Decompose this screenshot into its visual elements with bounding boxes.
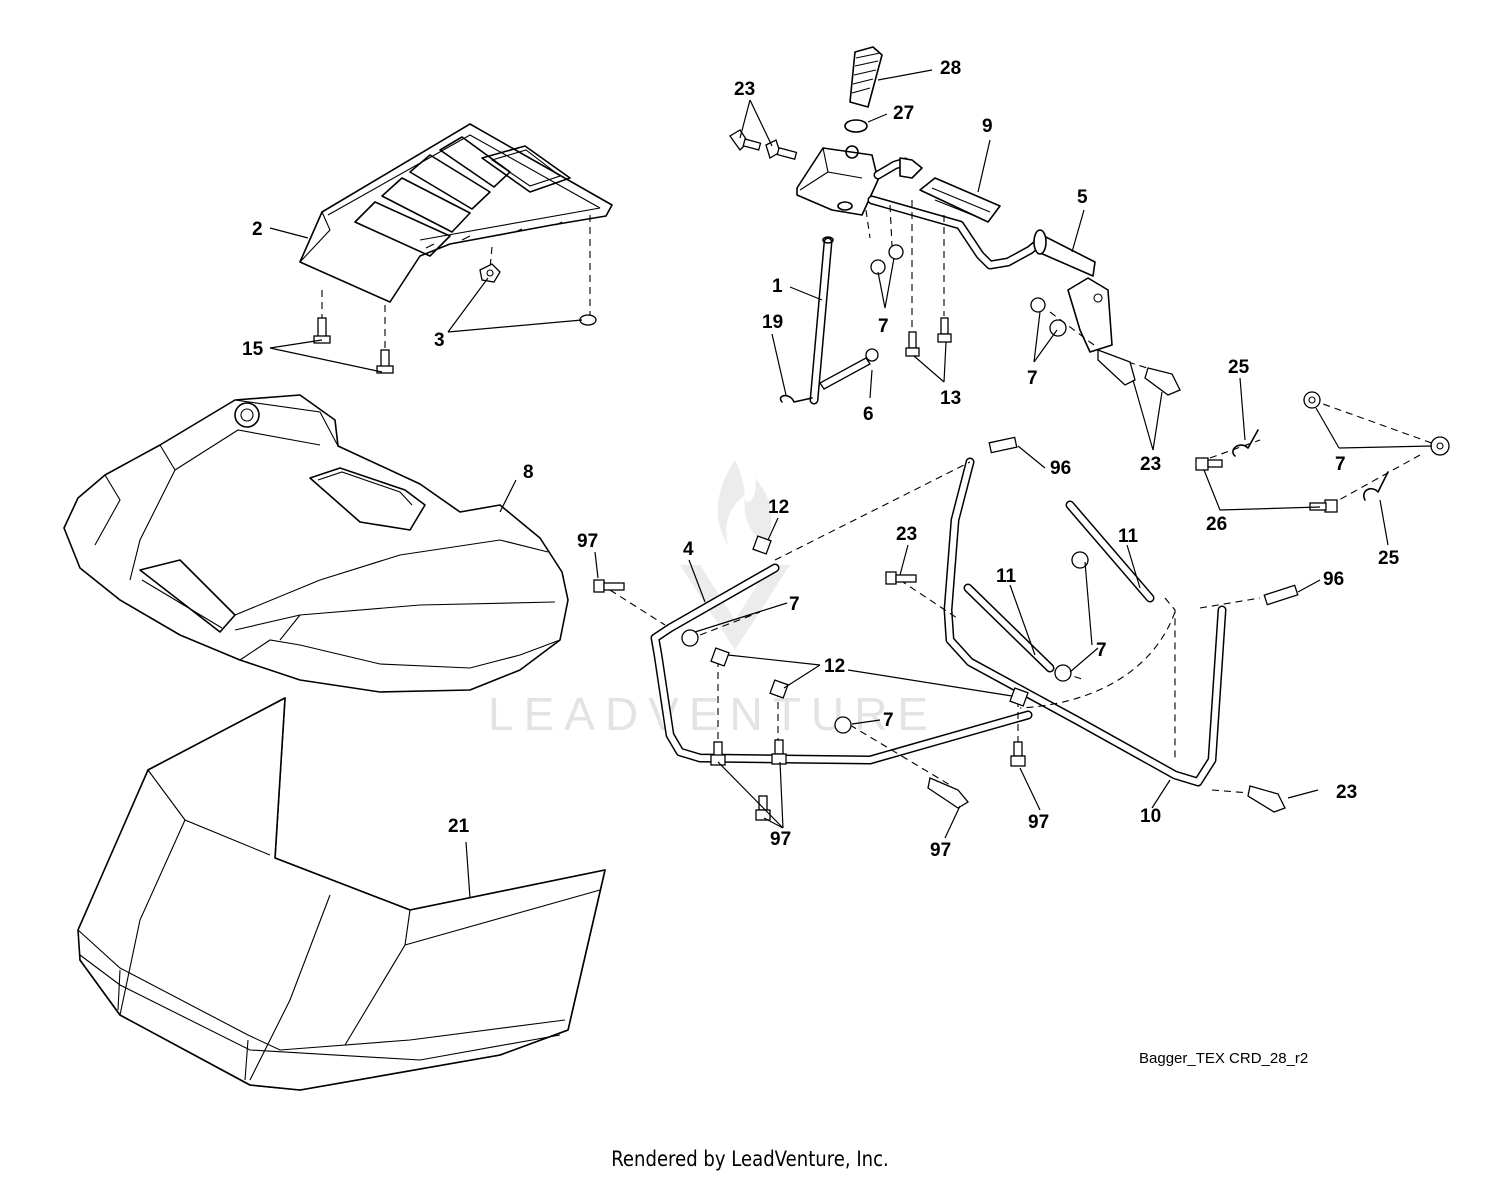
callout-97-left: 97 [577, 531, 598, 552]
part-hood-panel [299, 123, 613, 303]
diagram-reference-code: Bagger_TEX CRD_28_r2 [1139, 1050, 1309, 1067]
callout-97-bottom: 97 [770, 829, 791, 850]
callout-4: 4 [683, 539, 694, 560]
callout-3: 3 [434, 330, 445, 351]
callout-96-right: 96 [1323, 569, 1344, 590]
callout-23-right: 23 [1140, 454, 1161, 475]
callout-11-left: 11 [996, 566, 1017, 587]
callout-28: 28 [940, 58, 961, 79]
callout-11-right: 11 [1118, 526, 1139, 547]
callout-5: 5 [1077, 187, 1088, 208]
watermark-text: LEADVENTURE [488, 688, 938, 740]
callout-7-right: 7 [1335, 454, 1346, 475]
callout-7-shaft: 7 [1027, 368, 1038, 389]
callout-97-right: 97 [1028, 812, 1049, 833]
part-hood [63, 394, 569, 693]
callout-15: 15 [242, 339, 264, 360]
callout-2: 2 [252, 219, 263, 240]
callout-19: 19 [762, 312, 783, 333]
callout-23-top: 23 [734, 79, 755, 100]
hardware-fasteners [313, 129, 1450, 821]
leadventure-watermark: LEADVENTURE [488, 460, 938, 740]
callout-27: 27 [893, 103, 914, 124]
callout-7-frame: 7 [789, 594, 800, 615]
leader-lines [269, 69, 1433, 899]
callout-10: 10 [1140, 806, 1161, 827]
callout-23-middle: 23 [896, 524, 917, 545]
part-handle-assembly [796, 46, 1113, 405]
callout-13: 13 [940, 388, 961, 409]
footer-credit: Rendered by LeadVenture, Inc. [611, 1147, 889, 1171]
callout-25-bottom: 25 [1378, 548, 1400, 569]
callout-8: 8 [523, 462, 534, 483]
callout-6: 6 [863, 404, 874, 425]
callout-7-bracket: 7 [878, 316, 889, 337]
callout-25-top: 25 [1228, 357, 1250, 378]
callout-7-lower: 7 [883, 710, 894, 731]
callout-1: 1 [772, 276, 783, 297]
callout-7-strut: 7 [1096, 640, 1107, 661]
callout-97-center: 97 [930, 840, 951, 861]
callout-23-lower: 23 [1336, 782, 1357, 803]
callout-12-bottom: 12 [824, 656, 845, 677]
part-grass-bag [77, 697, 606, 1091]
callout-9: 9 [982, 116, 993, 137]
callout-21: 21 [448, 816, 470, 837]
callout-labels: 2 15 3 8 21 28 27 9 23 5 1 19 6 7 13 7 2… [242, 58, 1400, 861]
callout-96-top: 96 [1050, 458, 1071, 479]
callout-12-top: 12 [768, 497, 789, 518]
callout-26: 26 [1206, 514, 1227, 535]
